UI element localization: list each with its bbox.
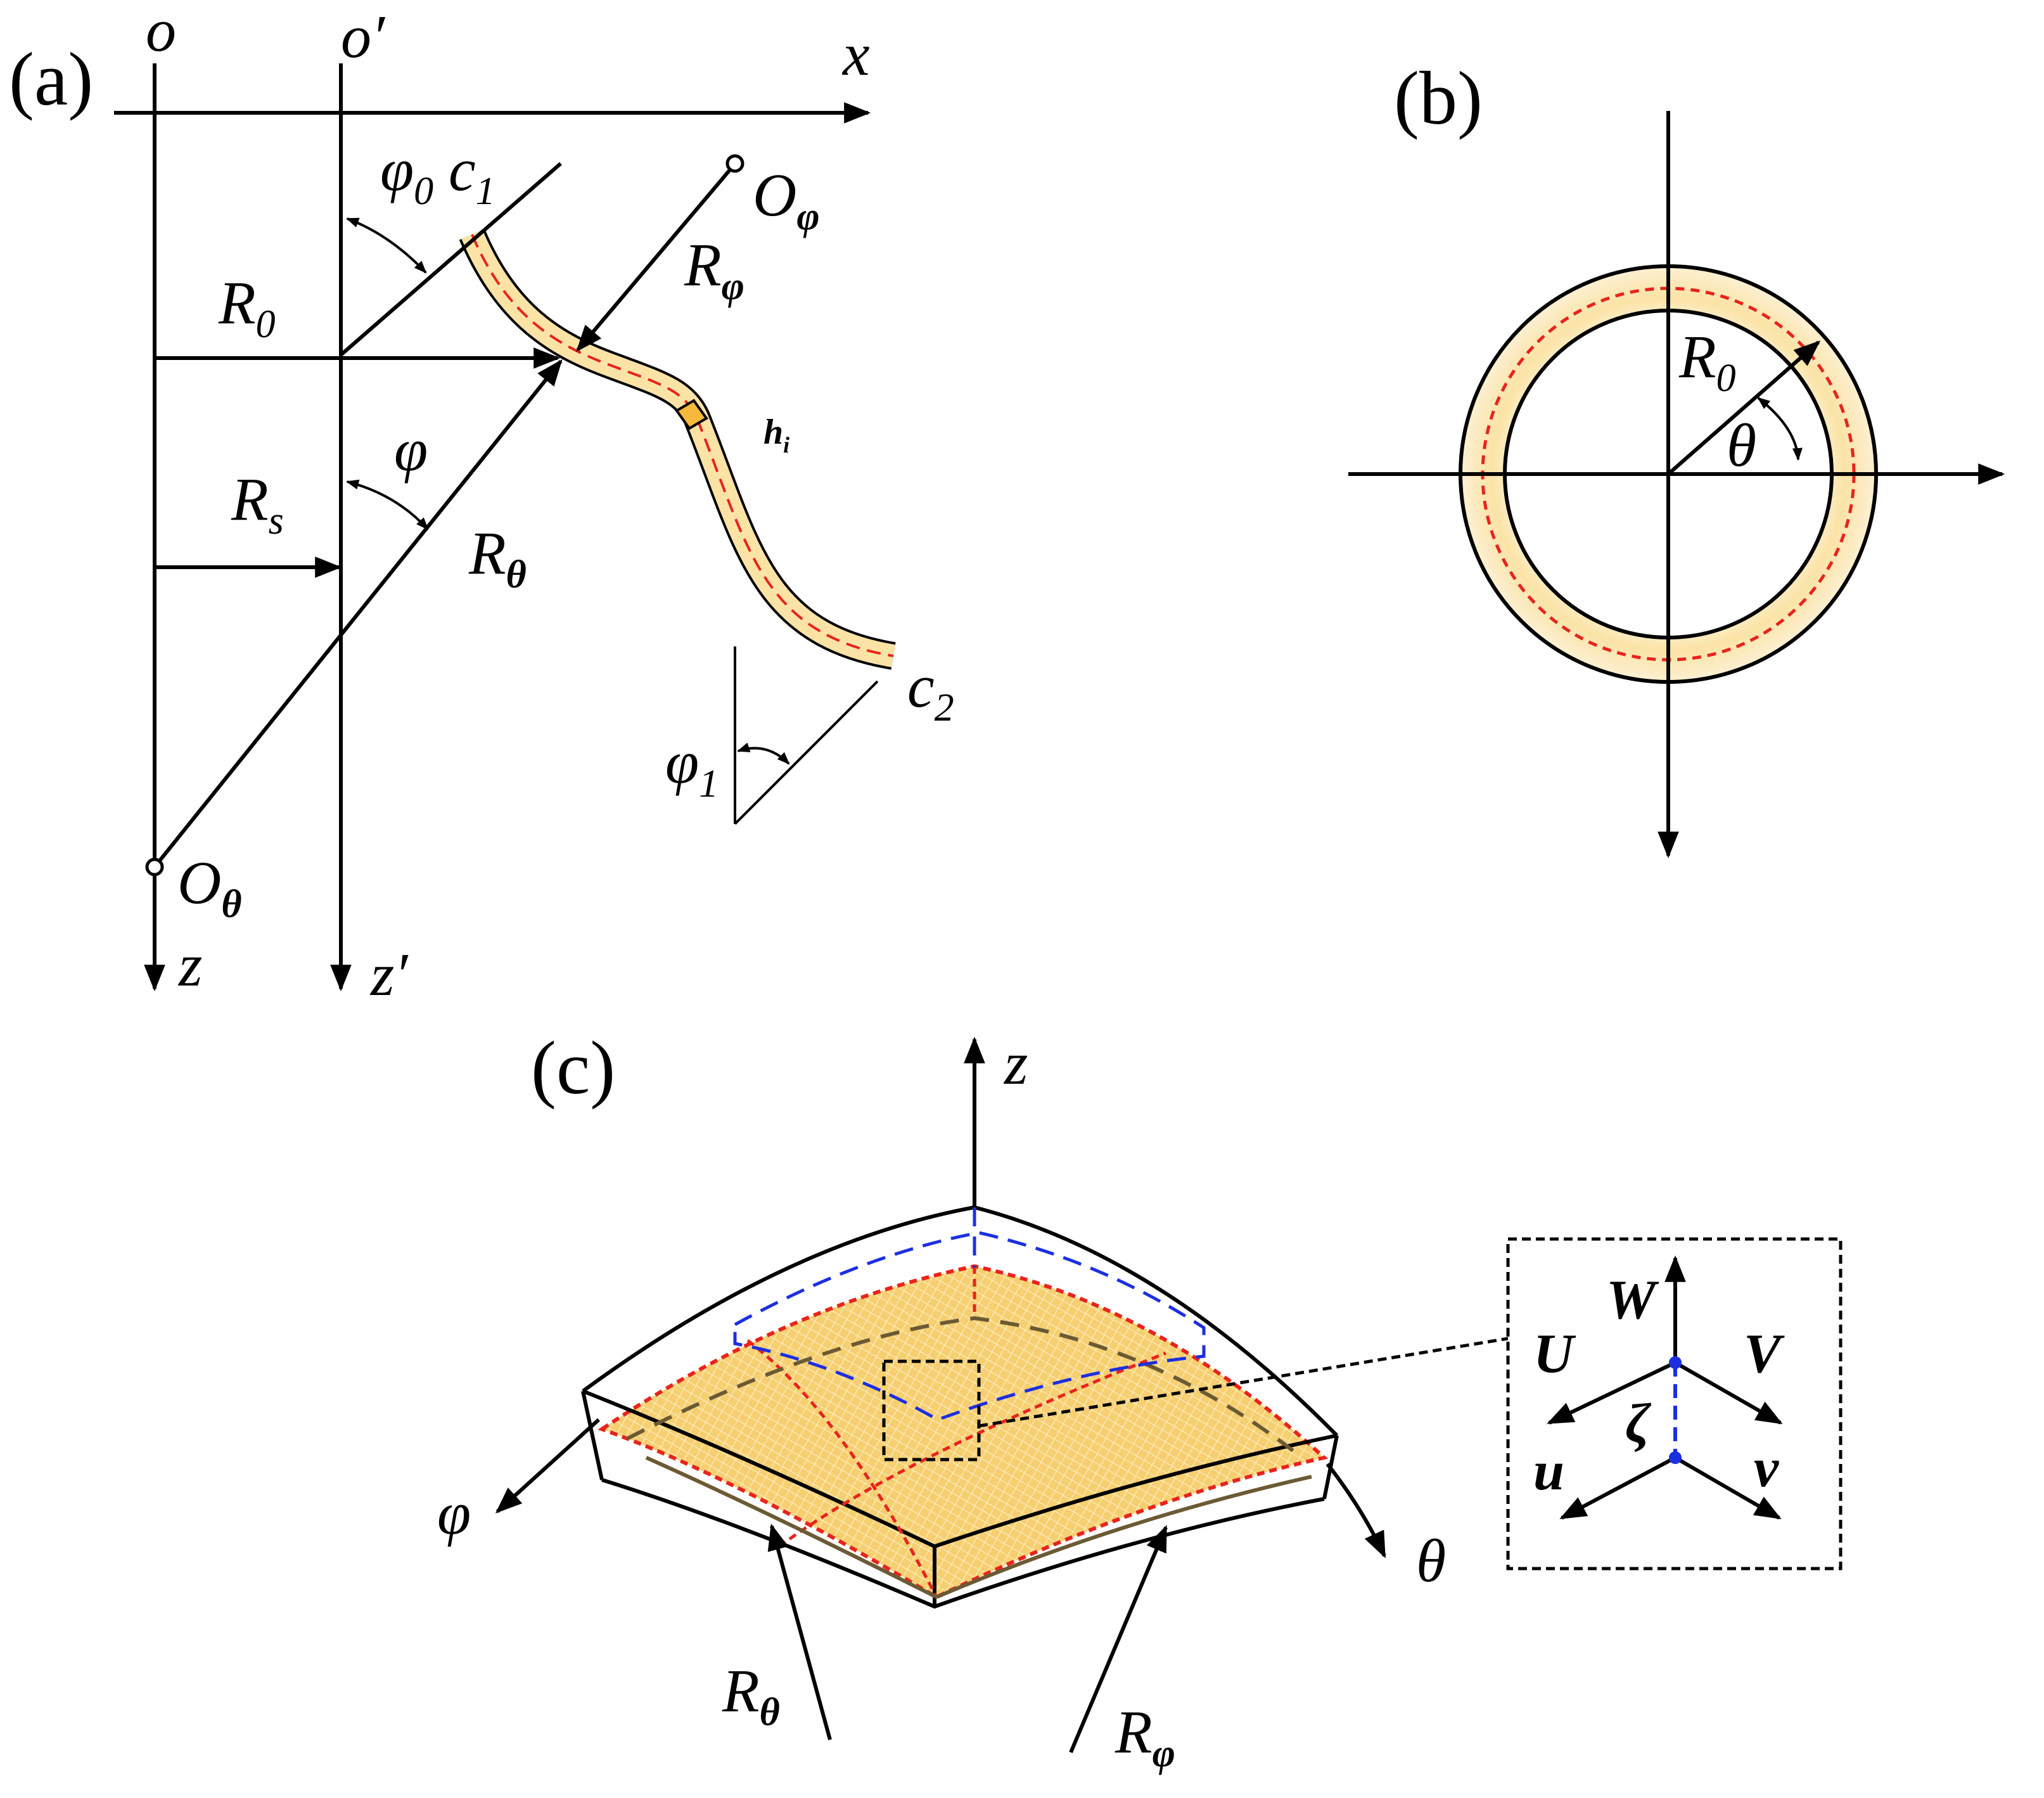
brown-parallel-curve <box>935 1475 1312 1599</box>
x-axis-label: x <box>841 20 870 88</box>
brown-dashed-parallel <box>626 1316 1303 1460</box>
origin-o-prime-label: o′ <box>341 3 386 70</box>
mid-surface-grid-line-1 <box>746 1339 938 1598</box>
displacement-inset: W U V ζ u v <box>1506 1237 1843 1570</box>
v-arrow <box>1674 1456 1782 1520</box>
O-phi-label: Oφ <box>753 161 820 238</box>
c-theta-label: θ <box>1416 1527 1446 1595</box>
b-R0-arrow <box>1667 340 1821 476</box>
phi0-angle-arc <box>346 217 427 274</box>
mid-surface-grid-line-2 <box>778 1351 1166 1548</box>
c-R-theta-arrow <box>767 1523 832 1740</box>
shell-meridian-outline <box>459 229 896 670</box>
thickness-segment <box>675 399 708 430</box>
shell-meridian-fill <box>461 229 895 667</box>
v-label: v <box>1754 1437 1779 1499</box>
thickness-label: hi <box>763 413 789 458</box>
c-R-phi-label: Rφ <box>1115 1698 1175 1775</box>
phi-direction-arrow <box>495 1418 601 1513</box>
brown-meridian-curve <box>645 1456 938 1599</box>
R-phi-label: Rφ <box>684 231 744 308</box>
phi1-angle-arc <box>737 742 790 765</box>
Rs-label: Rs <box>231 465 284 543</box>
U-arrow <box>1547 1361 1677 1425</box>
R-theta-label: Rθ <box>468 519 527 596</box>
shell-mid-surface <box>597 1264 1329 1600</box>
W-label: W <box>1606 1269 1659 1331</box>
O-theta-label: Oθ <box>177 849 242 926</box>
theta-direction-arrow <box>1325 1463 1386 1558</box>
R0-label: R0 <box>218 269 276 346</box>
R-theta-arrow <box>158 359 563 862</box>
z-axis-label: z <box>177 931 202 999</box>
focus-box <box>882 1359 981 1461</box>
shell-mid-surface-line <box>471 234 894 657</box>
c2-radial-line <box>734 680 879 825</box>
theta-angle-arc <box>1757 397 1803 461</box>
c-z-label: z <box>1003 1029 1028 1097</box>
c1-radial-line <box>340 162 562 357</box>
phi-label: φ <box>394 416 428 484</box>
O-theta-center-point <box>145 857 164 877</box>
panel-a: (a) o o′ x z z′ φ0 c1 R0 Oφ Rφ Oθ R <box>9 0 954 1008</box>
c1-label: c1 <box>449 136 495 213</box>
c-R-phi-arrow <box>1069 1525 1168 1754</box>
u-arrow <box>1559 1456 1677 1520</box>
V-arrow <box>1674 1361 1783 1425</box>
c-R-theta-label: Rθ <box>722 1657 780 1734</box>
shell-top-edge <box>582 1389 1338 1549</box>
u-label: u <box>1533 1441 1564 1502</box>
zeta-label: ζ <box>1625 1393 1652 1454</box>
z-prime-axis-label: z′ <box>369 941 409 1008</box>
panel-a-tag: (a) <box>9 37 93 121</box>
O-phi-center-point <box>725 154 744 173</box>
phi-angle-arc <box>346 479 429 530</box>
panel-c: (c) z φ θ <box>437 1025 1843 1775</box>
origin-o-label: o <box>146 0 176 64</box>
R-phi-arrow <box>576 169 732 352</box>
shell-left-edge <box>581 1390 604 1480</box>
phi1-label: φ1 <box>665 728 719 806</box>
focus-connector-line <box>978 1337 1509 1428</box>
b-theta-label: θ <box>1727 411 1756 479</box>
V-label: V <box>1744 1323 1785 1385</box>
panel-c-tag: (c) <box>531 1025 615 1110</box>
b-R0-label: R0 <box>1678 323 1736 400</box>
differential-element-outline <box>733 1231 1206 1422</box>
panel-b: (b) R0 θ <box>1348 56 2005 859</box>
c-phi-label: φ <box>437 1479 471 1547</box>
phi0-label: φ0 <box>380 136 433 213</box>
c2-label: c2 <box>907 652 954 729</box>
U-label: U <box>1533 1323 1576 1385</box>
panel-b-tag: (b) <box>1394 56 1483 140</box>
lower-point <box>1669 1451 1682 1464</box>
upper-point <box>1669 1356 1682 1369</box>
